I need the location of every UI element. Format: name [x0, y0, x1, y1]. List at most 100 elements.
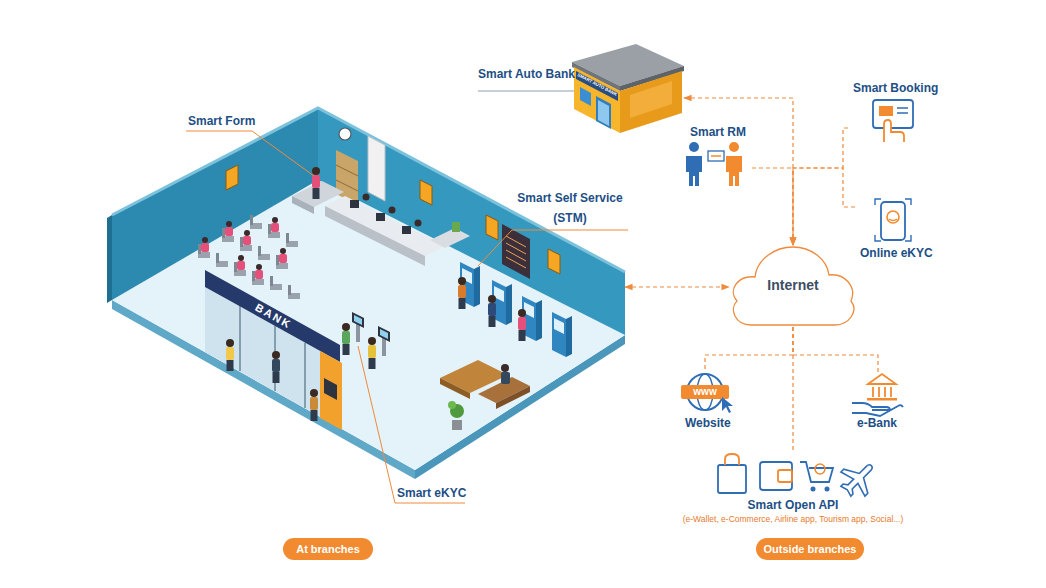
- service-desks: [350, 200, 359, 208]
- booking-node: Smart Booking: [848, 80, 938, 142]
- website-globe-icon: [681, 374, 733, 413]
- node-label: Smart Self Service (STM): [510, 188, 630, 228]
- branch-room: [107, 108, 625, 479]
- dashed-connector: [793, 327, 878, 372]
- node-label: Outside branches: [756, 538, 864, 560]
- ebank-icon: [868, 374, 896, 384]
- ebank-icon: [867, 398, 897, 401]
- section-pill: Outside branches: [756, 538, 864, 560]
- node-label: Smart Form: [188, 114, 255, 129]
- ebank-icon: [852, 403, 903, 416]
- bank-entrance: [205, 287, 340, 428]
- leader-line: [358, 346, 465, 503]
- waiting-chairs: [286, 233, 298, 247]
- booking-icon: [873, 100, 913, 142]
- relationship-manager-icon: [708, 151, 724, 161]
- info-board: [506, 250, 526, 261]
- info-board: [506, 257, 526, 268]
- wall-decor: [226, 165, 238, 190]
- node-label: Smart Open API: [658, 498, 928, 513]
- dashed-connector: [793, 168, 855, 245]
- wall-decor: [226, 128, 560, 274]
- bank-entrance: [205, 270, 342, 430]
- online-ekyc-node: Online eKYC: [855, 196, 940, 264]
- service-desks: [325, 196, 445, 256]
- service-desks: [402, 226, 411, 234]
- open-api-node: Smart Open API(e-Wallet, e-Commerce, Air…: [658, 452, 928, 524]
- open-api-icons: [800, 462, 833, 482]
- people: [226, 167, 526, 421]
- node-label: At branches: [283, 538, 373, 560]
- bank-entrance: [205, 270, 340, 362]
- waiting-chairs: [222, 221, 234, 242]
- waiting-chairs: [234, 255, 246, 276]
- leader-line: [186, 131, 314, 176]
- relationship-manager-icon: [711, 155, 721, 157]
- waiting-chairs: [270, 276, 282, 290]
- ekyc-kiosks: [378, 326, 390, 356]
- wall-decor: [336, 150, 358, 205]
- ekyc-kiosks: [352, 312, 364, 342]
- branch-room: [112, 108, 625, 272]
- waiting-chairs: [258, 246, 270, 260]
- leader-line: [478, 230, 628, 266]
- node-label: Online eKYC: [860, 246, 933, 261]
- auto-bank-building: [572, 44, 684, 133]
- booking-icon: [879, 106, 893, 116]
- auto-bank-building: [574, 67, 620, 133]
- waiting-chairs: [268, 217, 280, 238]
- node-label: Website: [685, 416, 731, 431]
- dashed-connector: [684, 98, 793, 245]
- info-board: [506, 236, 526, 247]
- lounge: [501, 364, 509, 372]
- people: [342, 323, 350, 355]
- booking-icon: [884, 120, 904, 142]
- relationship-manager-icon: [729, 142, 739, 152]
- people: [368, 337, 376, 369]
- lounge: [448, 401, 456, 409]
- globe-text: www: [690, 386, 720, 398]
- lounge: [452, 420, 462, 430]
- ebank-node: e-Bank: [848, 372, 908, 434]
- info-board: [502, 224, 530, 279]
- info-board: [502, 224, 530, 279]
- open-api-icons: [718, 465, 746, 493]
- lounge: [501, 372, 510, 384]
- node-label: Smart Auto Bank: [478, 67, 575, 82]
- ekyc-phone-icon: [887, 211, 899, 223]
- leader-line: [478, 91, 575, 92]
- info-board: [506, 243, 526, 254]
- booking-icon: [897, 107, 908, 109]
- leader-line: [186, 91, 628, 503]
- people: [458, 277, 466, 309]
- dashed-connector: [752, 168, 793, 245]
- wall-decor: [368, 136, 385, 201]
- form-counter: [292, 196, 314, 214]
- auto-bank-building: [598, 100, 609, 126]
- branch-room: Smart FormSmart Self Service (STM)Smart …: [110, 108, 625, 513]
- dashed-connector: [625, 286, 729, 287]
- open-api-icons: [811, 487, 816, 492]
- waiting-chairs: [198, 237, 210, 258]
- people: [312, 167, 320, 199]
- ekyc-phone-icon: [875, 199, 911, 241]
- lounge: [496, 386, 530, 409]
- bank-entrance: [324, 378, 337, 400]
- website-globe-icon: [722, 397, 733, 413]
- node-label: e-Bank: [857, 416, 897, 431]
- relationship-manager-icon: [689, 142, 699, 152]
- lounge: [440, 360, 530, 430]
- node-label: Smart eKYC: [397, 486, 466, 501]
- open-api-icons: [760, 462, 792, 490]
- website-globe-icon: [681, 385, 729, 399]
- branch-room: [107, 215, 112, 303]
- open-api-icons: [778, 470, 792, 482]
- waiting-chairs: [240, 230, 252, 251]
- people: [488, 295, 496, 327]
- wall-decor: [486, 215, 498, 240]
- people: [310, 389, 318, 421]
- dashed-connector: [792, 327, 793, 452]
- ekyc-phone-icon: [875, 199, 911, 241]
- service-desks: [430, 228, 470, 248]
